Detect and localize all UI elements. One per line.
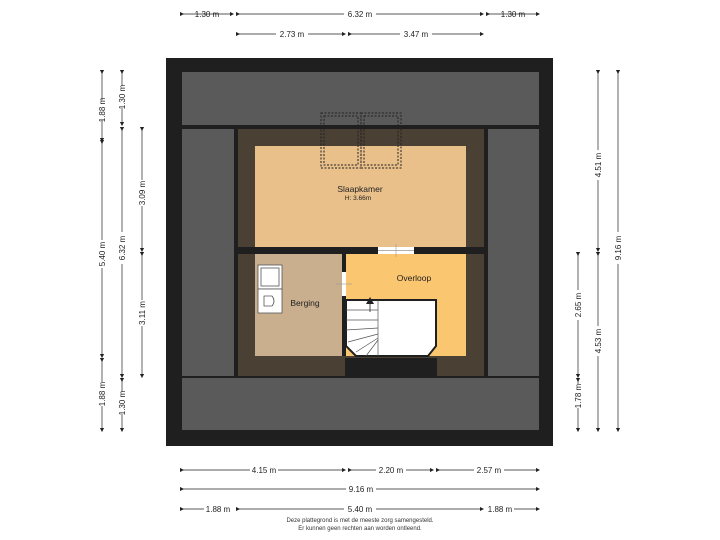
dim-top-1: 1.30 m — [195, 10, 220, 19]
roof-area-left — [182, 129, 234, 376]
stair-arrow-icon — [366, 297, 374, 304]
slaapkamer-label: Slaapkamer — [337, 184, 383, 194]
lower-wall — [345, 358, 437, 378]
berging-label: Berging — [290, 298, 320, 308]
skylight-window — [320, 112, 402, 169]
dim-bottom3-2: 5.40 m — [348, 505, 373, 514]
dim-left-outer-3: 1.88 m — [98, 381, 107, 406]
dim-right-total: 9.16 m — [614, 235, 623, 260]
dim-bottom-1: 4.15 m — [252, 466, 277, 475]
dim-left-inner-1: 3.09 m — [138, 180, 147, 205]
dim-left-mid-1: 1.30 m — [118, 84, 127, 109]
dim-bottom-2: 2.20 m — [379, 466, 404, 475]
dim-right-inner-2: 1.78 m — [574, 383, 583, 408]
footer-line-1: Deze plattegrond is met de meeste zorg s… — [286, 518, 433, 524]
dim-left-mid-3: 1.30 m — [118, 390, 127, 415]
dim-bottom3-1: 1.88 m — [206, 505, 231, 514]
dim-left-inner-2: 3.11 m — [138, 301, 147, 325]
wall-horizontal — [238, 247, 484, 254]
dim-left-mid-2: 6.32 m — [118, 235, 127, 260]
roof-area-right — [488, 129, 539, 376]
dim-left-outer-2: 5.40 m — [98, 241, 107, 266]
dim-right-inner-1: 2.65 m — [574, 292, 583, 317]
wall-vertical — [342, 254, 346, 356]
dim-right-mid-2: 4.53 m — [594, 328, 603, 353]
overloop-label: Overloop — [397, 273, 432, 283]
dim-top2-2: 3.47 m — [404, 30, 429, 39]
dim-left-outer-1: 1.88 m — [98, 97, 107, 122]
dim-right-mid-1: 4.51 m — [594, 152, 603, 177]
dim-top-2: 6.32 m — [348, 10, 373, 19]
dim-bottom-3: 2.57 m — [477, 466, 502, 475]
staircase — [345, 297, 437, 357]
dimension-lines — [99, 11, 621, 512]
slaapkamer-height: H: 3.66m — [345, 195, 371, 202]
dim-bottom-total: 9.16 m — [349, 485, 374, 494]
footer-line-2: Er kunnen geen rechten aan worden ontlee… — [298, 526, 422, 532]
dim-bottom3-3: 1.88 m — [488, 505, 513, 514]
dim-top2-1: 2.73 m — [280, 30, 305, 39]
washing-machine-icon — [257, 264, 283, 314]
dim-top-3: 1.30 m — [501, 10, 526, 19]
